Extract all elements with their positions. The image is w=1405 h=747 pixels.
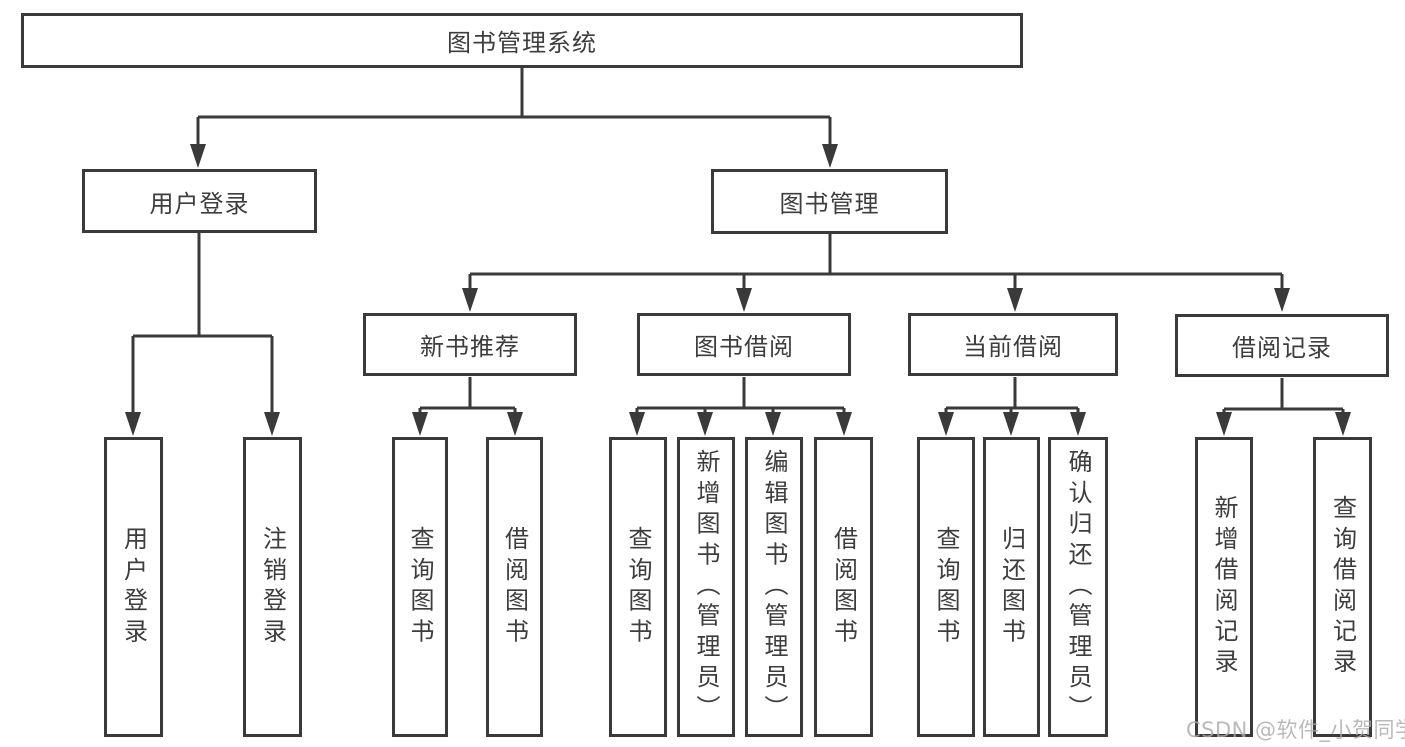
arrowheads [125, 144, 1351, 436]
leaf-nbr-borrow-book: 借阅图书 [486, 437, 543, 737]
arrowhead [190, 144, 206, 168]
arrowhead [938, 412, 954, 436]
arrowhead [462, 288, 478, 312]
node-new-book-recommend: 新书推荐 [363, 313, 577, 376]
connector-book-borrow-to-leaves [635, 377, 846, 420]
leaf-nbr-query-book: 查询图书 [392, 437, 448, 737]
leaf-logout-login: 注销登录 [243, 437, 302, 737]
arrowhead [836, 412, 852, 436]
arrowhead [629, 412, 645, 436]
arrowhead [736, 288, 752, 312]
arrowhead [1274, 288, 1290, 312]
arrowhead [1216, 412, 1232, 436]
leaf-cb-confirm-return-admin: 确认归还（管理员） [1048, 437, 1108, 737]
leaf-bb-add-book-admin: 新增图书（管理员） [677, 437, 735, 737]
leaf-bb-query-book: 查询图书 [609, 437, 667, 737]
arrowhead [1007, 288, 1023, 312]
csdn-watermark: CSDN @软件_小贺同学 [1186, 718, 1405, 742]
leaf-user-login: 用户登录 [104, 437, 163, 737]
arrowhead [125, 412, 141, 436]
arrowhead [1070, 412, 1086, 436]
leaf-bb-borrow-book: 借阅图书 [814, 437, 873, 737]
node-book-management: 图书管理 [711, 169, 948, 234]
leaf-cb-query-book: 查询图书 [917, 437, 975, 737]
connector-borrow-record-to-leaves [1222, 378, 1345, 420]
arrowhead [412, 412, 428, 436]
leaf-br-query-record: 查询借阅记录 [1313, 437, 1372, 737]
node-user-login: 用户登录 [82, 169, 317, 233]
arrowhead [697, 412, 713, 436]
arrowhead [765, 412, 781, 436]
node-current-borrow: 当前借阅 [908, 313, 1118, 376]
leaf-br-add-record: 新增借阅记录 [1195, 437, 1253, 737]
node-borrow-record: 借阅记录 [1175, 314, 1389, 377]
leaf-cb-return-book: 归还图书 [983, 437, 1040, 737]
arrowhead [822, 144, 838, 168]
node-book-borrow: 图书借阅 [637, 313, 851, 376]
connector-user-login-to-leaves [131, 233, 274, 418]
arrowhead [1003, 412, 1019, 436]
arrowhead [1335, 412, 1351, 436]
arrowhead [264, 412, 280, 436]
root-node-book-management-system: 图书管理系统 [21, 13, 1023, 68]
connector-new-book-recommend-to-leaves [418, 377, 517, 420]
connector-root-to-level2 [196, 68, 832, 150]
arrowhead [507, 412, 523, 436]
connector-book-mgmt-to-level3 [468, 234, 1284, 294]
leaf-bb-edit-book-admin: 编辑图书（管理员） [745, 437, 803, 737]
